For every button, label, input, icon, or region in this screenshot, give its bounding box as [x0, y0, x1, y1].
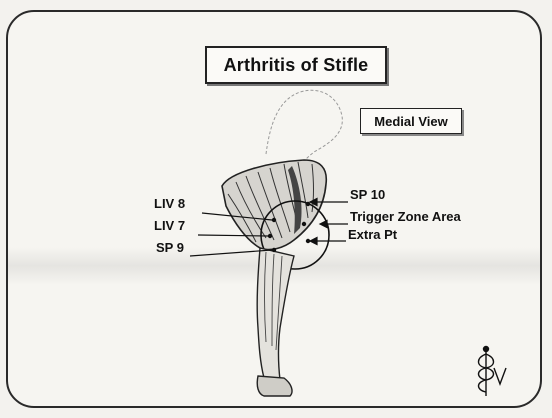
horse-leg-diagram — [8, 12, 542, 408]
lower-leg — [257, 248, 294, 380]
label-liv-8: LIV 8 — [154, 197, 185, 211]
caduceus-v-logo — [479, 347, 507, 397]
label-extra-pt: Extra Pt — [348, 228, 397, 242]
label-sp-10: SP 10 — [350, 188, 385, 202]
hoof — [257, 376, 292, 396]
label-trigger-zone: Trigger Zone Area — [350, 210, 461, 224]
slide-frame: Arthritis of Stifle Medial View — [6, 10, 542, 408]
label-sp-9: SP 9 — [156, 241, 184, 255]
label-liv-7: LIV 7 — [154, 219, 185, 233]
